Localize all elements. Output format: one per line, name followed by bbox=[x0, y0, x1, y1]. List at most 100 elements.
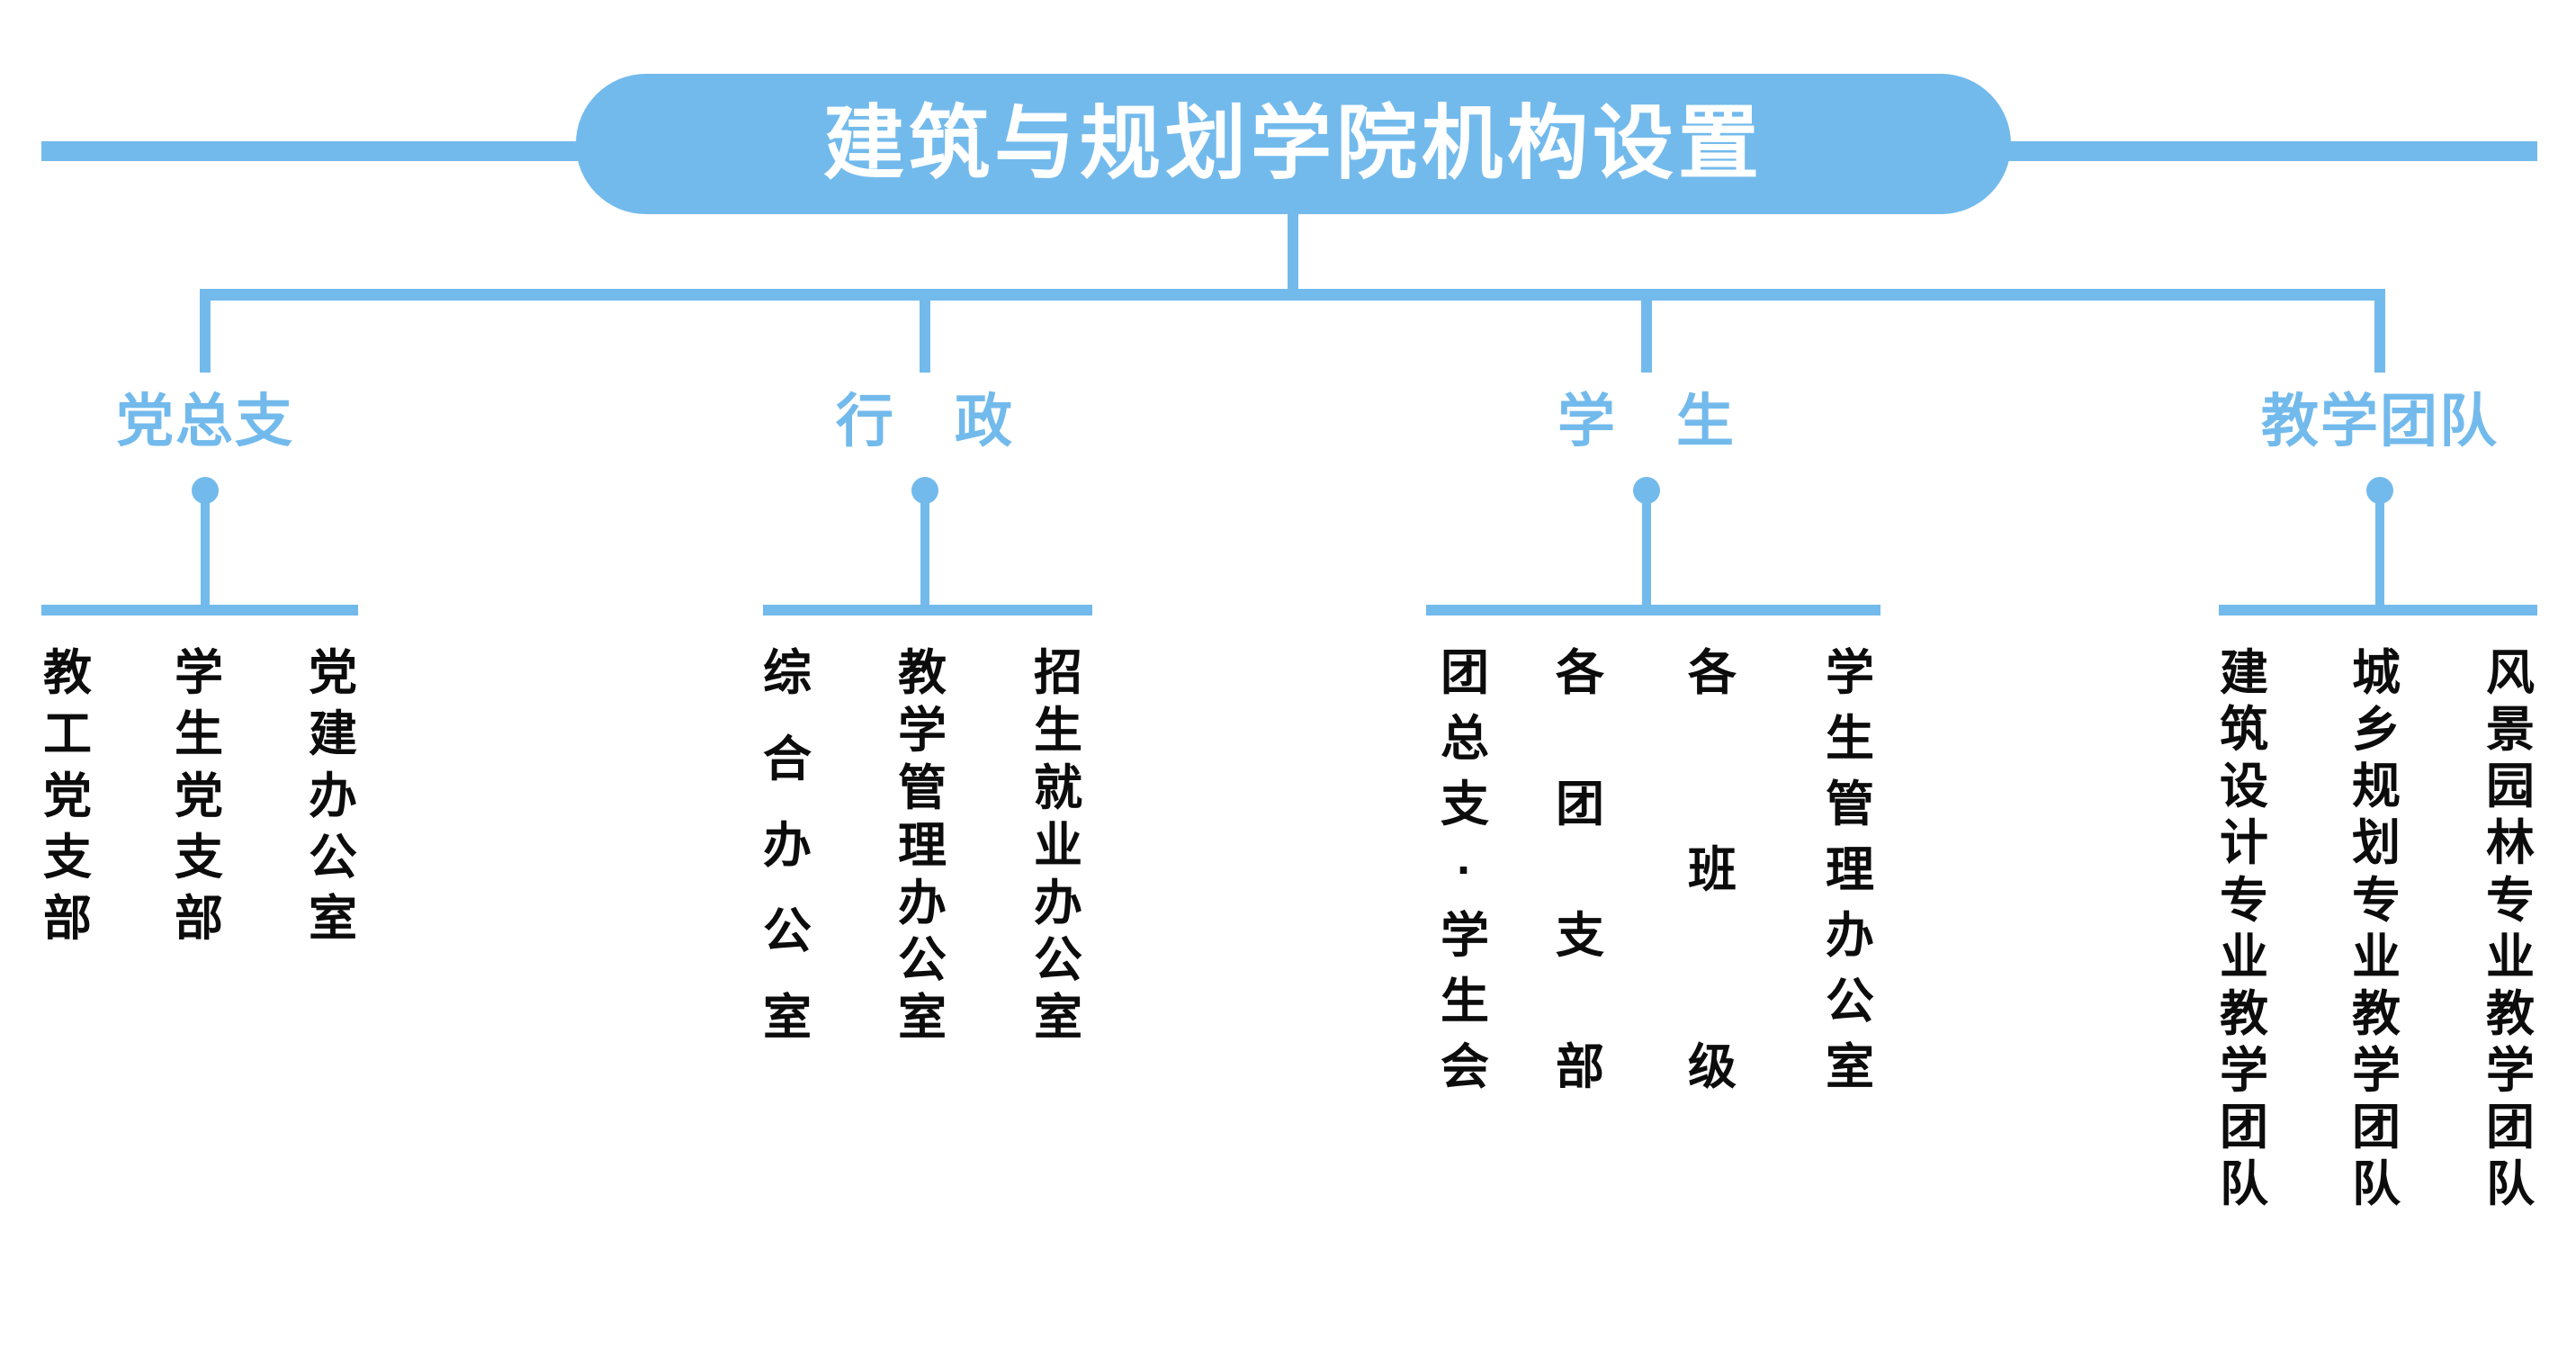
item-char: 业 bbox=[2486, 930, 2535, 984]
item-char: 建 bbox=[309, 707, 357, 762]
root-stem-line bbox=[1288, 212, 1298, 290]
org-item-column: 城乡规划专业教学团队 bbox=[2347, 648, 2405, 1210]
item-char: 各 bbox=[1688, 646, 1737, 700]
item-char: 生 bbox=[1034, 703, 1082, 758]
branch-label: 党总支 bbox=[116, 389, 294, 454]
org-item-column: 教工党支部 bbox=[39, 648, 96, 945]
item-char: 会 bbox=[1441, 1040, 1489, 1095]
item-char: 公 bbox=[763, 904, 812, 959]
item-char: 部 bbox=[175, 892, 223, 947]
item-char: 办 bbox=[309, 768, 357, 823]
org-item-column: 学生党支部 bbox=[170, 648, 228, 945]
item-char: 就 bbox=[1034, 760, 1082, 815]
item-char: 生 bbox=[1441, 975, 1489, 1029]
item-char: 班 bbox=[1688, 843, 1737, 898]
org-item-column: 综合办公室 bbox=[758, 648, 816, 1044]
org-item-column: 学生管理办公室 bbox=[1821, 648, 1879, 1093]
item-char: 团 bbox=[2486, 1101, 2535, 1155]
item-char: 业 bbox=[1034, 818, 1082, 873]
item-char: 教 bbox=[43, 646, 92, 700]
branch-children-line bbox=[41, 605, 358, 616]
item-char: 学 bbox=[2352, 1043, 2401, 1098]
connector-dot bbox=[1633, 477, 1660, 504]
connector-dot bbox=[192, 477, 219, 504]
item-char: 管 bbox=[898, 760, 947, 815]
item-char: 管 bbox=[1826, 777, 1874, 832]
item-char: 计 bbox=[2220, 816, 2268, 871]
item-char: 规 bbox=[2352, 759, 2401, 814]
branch-drop-line bbox=[1641, 301, 1652, 373]
item-char: 公 bbox=[1034, 933, 1082, 988]
item-char: 办 bbox=[763, 818, 812, 873]
item-char: 党 bbox=[43, 768, 92, 823]
item-char: 业 bbox=[2220, 930, 2268, 984]
item-char: 室 bbox=[898, 991, 947, 1046]
item-char: 室 bbox=[763, 991, 812, 1046]
item-char: 支 bbox=[1556, 909, 1604, 964]
item-char: 教 bbox=[2352, 986, 2401, 1041]
org-item-column: 党建办公室 bbox=[304, 648, 362, 945]
branch-drop-line bbox=[920, 301, 930, 373]
title-right-line bbox=[2000, 141, 2537, 161]
item-char: 乡 bbox=[2352, 703, 2401, 758]
item-char: 学 bbox=[2220, 1043, 2268, 1098]
item-char: 筑 bbox=[2220, 703, 2268, 758]
title-pill: 建筑与规划学院机构设置 bbox=[576, 74, 2011, 214]
item-char: 园 bbox=[2486, 759, 2535, 814]
org-item-column: 教学管理办公室 bbox=[893, 648, 951, 1044]
branch-label: 教学团队 bbox=[2261, 389, 2499, 454]
branch-stem-line bbox=[201, 500, 210, 607]
item-char: 生 bbox=[1826, 712, 1874, 767]
item-char: 生 bbox=[175, 707, 223, 762]
item-char: 部 bbox=[1556, 1040, 1604, 1095]
item-char: 划 bbox=[2352, 816, 2401, 871]
connector-dot bbox=[2366, 477, 2393, 504]
item-char: 招 bbox=[1034, 646, 1082, 700]
branch-drop-line bbox=[200, 301, 211, 373]
item-char: · bbox=[1457, 843, 1473, 898]
item-char: 室 bbox=[1826, 1040, 1874, 1095]
item-char: 公 bbox=[309, 830, 357, 885]
item-char: 办 bbox=[1034, 876, 1082, 930]
item-char: 专 bbox=[2220, 873, 2268, 928]
title-left-line bbox=[41, 141, 587, 161]
item-char: 学 bbox=[2486, 1043, 2535, 1098]
item-char: 景 bbox=[2486, 703, 2535, 758]
branch-children-line bbox=[1426, 605, 1880, 616]
item-char: 各 bbox=[1556, 646, 1604, 700]
branch-drop-line bbox=[2374, 301, 2385, 373]
item-char: 工 bbox=[43, 707, 92, 762]
item-char: 办 bbox=[898, 876, 947, 930]
item-char: 部 bbox=[43, 892, 92, 947]
item-char: 建 bbox=[2220, 646, 2268, 700]
branch-label: 行 政 bbox=[836, 389, 1014, 454]
branch-children-line bbox=[2219, 605, 2537, 616]
item-char: 支 bbox=[175, 830, 223, 885]
main-connector-bar bbox=[200, 289, 2385, 301]
item-char: 公 bbox=[898, 933, 947, 988]
item-char: 合 bbox=[763, 732, 812, 786]
item-char: 学 bbox=[898, 703, 947, 758]
item-char: 办 bbox=[1826, 909, 1874, 964]
item-char: 级 bbox=[1688, 1040, 1737, 1095]
item-char: 设 bbox=[2220, 759, 2268, 814]
item-char: 风 bbox=[2486, 646, 2535, 700]
item-char: 团 bbox=[1441, 646, 1489, 700]
item-char: 团 bbox=[1556, 777, 1604, 832]
page-title: 建筑与规划学院机构设置 bbox=[823, 99, 1764, 189]
item-char: 学 bbox=[1441, 909, 1489, 964]
item-char: 教 bbox=[2220, 986, 2268, 1041]
item-char: 团 bbox=[2220, 1101, 2268, 1155]
item-char: 学 bbox=[175, 646, 223, 700]
org-item-column: 团总支·学生会 bbox=[1436, 648, 1494, 1093]
org-item-column: 各团支部 bbox=[1551, 648, 1609, 1093]
item-char: 室 bbox=[1034, 991, 1082, 1046]
org-item-column: 招生就业办公室 bbox=[1029, 648, 1087, 1044]
org-item-column: 建筑设计专业教学团队 bbox=[2215, 648, 2273, 1210]
branch-children-line bbox=[763, 605, 1092, 616]
org-item-column: 各班级 bbox=[1683, 648, 1741, 1093]
connector-dot bbox=[911, 477, 938, 504]
item-char: 室 bbox=[309, 892, 357, 947]
item-char: 教 bbox=[2486, 986, 2535, 1041]
